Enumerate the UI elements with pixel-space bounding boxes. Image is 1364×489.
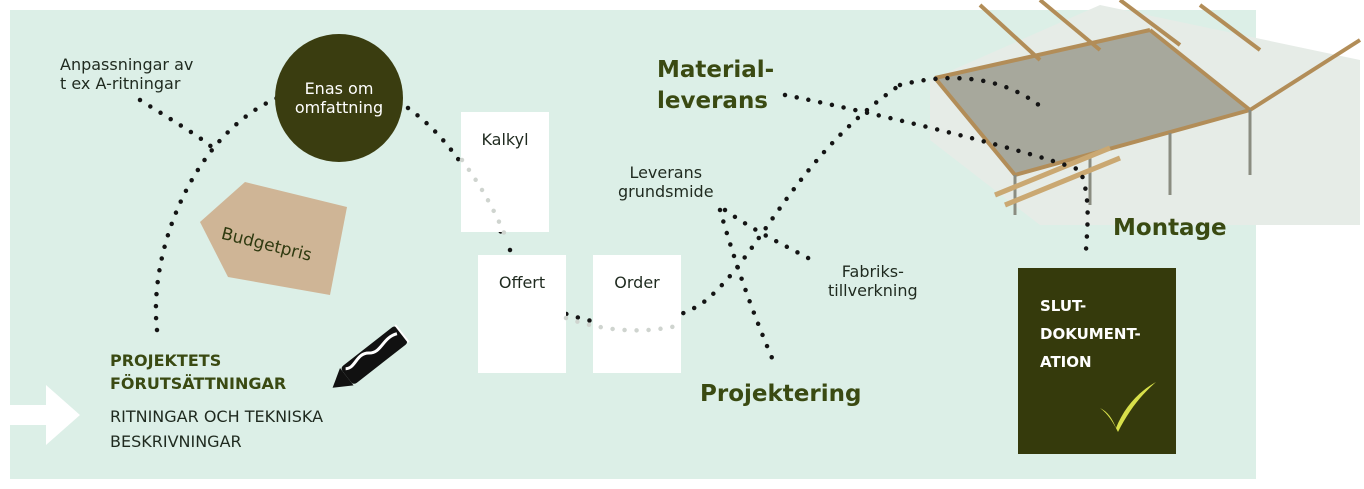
connector-scope-to-offer (405, 105, 508, 243)
prerequisites-title: PROJEKTETS FÖRUTSÄTTNINGAR (110, 351, 287, 393)
delivery-label: Leverans grundsmide (618, 163, 714, 201)
connector-delivery-to-design (717, 207, 778, 368)
prerequisites-subtitle: RITNINGAR OCH TEKNISKA BESKRIVNINGAR (110, 407, 324, 451)
checkmark-icon (1100, 382, 1156, 432)
offer-label: Offert (498, 273, 546, 292)
card-calculation: Kalkyl (461, 112, 549, 232)
final-doc-line-1: SLUT- (1040, 297, 1087, 315)
budget-price-tag (200, 182, 347, 295)
connector-adaptations (137, 97, 218, 153)
crayon-icon (332, 324, 410, 388)
manufacturing-label: Fabriks- tillverkning (828, 262, 918, 300)
card-order: Order (593, 255, 681, 373)
assembly-label: Montage (1113, 215, 1227, 241)
scope-circle: Enas om omfattning (275, 34, 403, 162)
arrow-right-icon (10, 385, 80, 445)
final-documentation-box: SLUT- DOKUMENT- ATION (1018, 268, 1176, 454)
connector-delivery-to-manufacturing (722, 207, 818, 265)
connector-material-to-montage (782, 92, 1090, 253)
calculation-label: Kalkyl (481, 130, 529, 149)
material-label: Material- leverans (657, 57, 775, 114)
scope-label: Enas om omfattning (294, 79, 384, 117)
connector-material-right (897, 75, 1048, 113)
final-doc-line-2: DOKUMENT- (1040, 325, 1141, 343)
roof-truss-illustration (930, 0, 1362, 225)
final-doc-line-3: ATION (1040, 353, 1092, 371)
order-label: Order (614, 273, 660, 292)
adaptations-label: Anpassningar av t ex A-ritningar (60, 55, 194, 93)
card-offer: Offert (478, 255, 566, 373)
design-label: Projektering (700, 381, 862, 407)
